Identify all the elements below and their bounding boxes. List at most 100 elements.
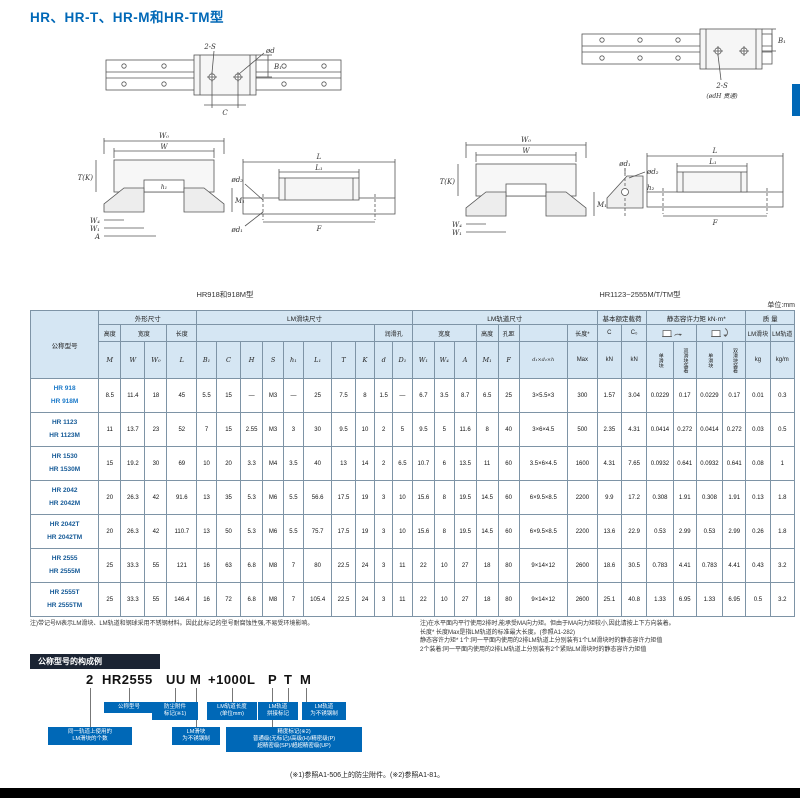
value-cell: 22.5 xyxy=(331,548,356,583)
value-cell: 11 xyxy=(475,446,499,481)
diagram-left-caption: HR918和918M型 xyxy=(196,290,254,299)
value-cell: 30.5 xyxy=(620,548,648,583)
callout-model: 公称型号 xyxy=(104,702,154,714)
colhead-W1: W₁ xyxy=(411,341,435,379)
value-cell: 3.5 xyxy=(433,378,455,413)
value-cell: 3 xyxy=(374,514,393,549)
value-cell: 5.3 xyxy=(240,514,264,549)
dim-label: h₁ xyxy=(161,184,167,191)
value-cell: 1.33 xyxy=(646,582,674,617)
value-cell: M6 xyxy=(262,514,285,549)
table-header-row: M W W₀ L B₁ C H S h₁ L₁ T K d D₁ W₁ W₄ A… xyxy=(31,341,796,379)
dim-label: B₁ xyxy=(273,63,282,71)
callout-joint: LM轨道 拼接标记 xyxy=(258,702,298,721)
value-cell: 146.4 xyxy=(166,582,198,617)
value-cell: 3.2 xyxy=(769,548,796,583)
col-group-moment: 静态容许力矩 kN·m* xyxy=(646,310,747,325)
value-cell: 3 xyxy=(283,412,304,447)
colhead-single2: 单滑块 xyxy=(695,341,724,379)
colhead-holes: d₁×d₂×h xyxy=(518,341,568,379)
value-cell: — xyxy=(391,378,413,413)
dim-label: ød₁ xyxy=(230,226,243,234)
callout-rail-ss: LM轨道 为不锈钢制 xyxy=(302,702,346,721)
dim-label: W₀ xyxy=(521,136,531,144)
connector-line xyxy=(175,688,176,702)
subhead-blank2 xyxy=(518,324,568,342)
value-cell: 0.308 xyxy=(646,480,674,515)
value-cell: 11 xyxy=(391,582,413,617)
value-cell: 10 xyxy=(433,548,455,583)
dim-label: M₁ xyxy=(596,201,607,209)
value-cell: 80 xyxy=(497,548,520,583)
colhead-d: d xyxy=(374,341,393,379)
model-token-count: 2 xyxy=(86,672,94,687)
value-cell: 2.99 xyxy=(722,514,747,549)
value-cell: 3 xyxy=(374,480,393,515)
dim-label: W₀ xyxy=(159,132,169,140)
page-bottom-bar xyxy=(0,788,800,798)
value-cell: 0.641 xyxy=(722,446,747,481)
colhead-M: M xyxy=(98,341,122,379)
dim-label: T(K) xyxy=(78,174,94,182)
colhead-W4: W₄ xyxy=(433,341,455,379)
dim-label: C xyxy=(222,109,228,117)
value-cell: 72 xyxy=(215,582,242,617)
value-cell: 0.783 xyxy=(646,548,674,583)
value-cell: 22 xyxy=(411,548,435,583)
value-cell: 1.33 xyxy=(695,582,724,617)
value-cell: 3.04 xyxy=(620,378,648,413)
value-cell: 13.5 xyxy=(453,446,477,481)
value-cell: 0.53 xyxy=(695,514,724,549)
connector-line xyxy=(90,688,91,727)
value-cell: M3 xyxy=(262,378,285,413)
subhead-grease: 润滑孔 xyxy=(374,324,413,342)
model-token-accuracy: P xyxy=(268,672,278,687)
value-cell: 45 xyxy=(166,378,198,413)
subhead-rail-width: 宽度 xyxy=(411,324,477,342)
dim-label: W xyxy=(160,143,168,151)
subhead-width: 宽度 xyxy=(120,324,168,342)
value-cell: 25 xyxy=(98,548,122,583)
subhead-moment-a xyxy=(646,324,697,342)
value-cell: 10 xyxy=(433,582,455,617)
value-cell: 7 xyxy=(196,412,217,447)
value-cell: 10 xyxy=(196,446,217,481)
value-cell: 15 xyxy=(98,446,122,481)
value-cell: 14.5 xyxy=(475,480,499,515)
value-cell: — xyxy=(240,378,264,413)
subhead-mass-block: LM滑块 xyxy=(745,324,771,342)
colhead-A: A xyxy=(453,341,477,379)
value-cell: 0.0414 xyxy=(695,412,724,447)
dim-label: W₄ xyxy=(90,217,100,225)
moment-ma-icon xyxy=(661,329,682,337)
value-cell: 13 xyxy=(331,446,356,481)
value-cell: 10.7 xyxy=(411,446,435,481)
dim-label: W₁ xyxy=(452,229,462,237)
value-cell: 4.31 xyxy=(596,446,622,481)
value-cell: 2.55 xyxy=(240,412,264,447)
dim-label: L xyxy=(316,153,322,161)
value-cell: 5 xyxy=(433,412,455,447)
value-cell: 4.41 xyxy=(672,548,697,583)
note-static-moment-1: 静态容许力矩* 1个:同一平面内使用的2排LM轨道上分别装有1个LM滑块时的静态… xyxy=(420,638,663,645)
value-cell: 5.5 xyxy=(283,514,304,549)
value-cell: 19.5 xyxy=(453,480,477,515)
colhead-C: C xyxy=(215,341,242,379)
value-cell: 6×9.5×8.5 xyxy=(518,514,568,549)
table-header-row: 高度 宽度 长度 润滑孔 宽度 高度 孔距 长度* C C₀ xyxy=(31,324,796,342)
value-cell: 1.91 xyxy=(722,480,747,515)
value-cell: 18 xyxy=(475,582,499,617)
value-cell: 20 xyxy=(98,514,122,549)
value-cell: 2600 xyxy=(566,548,598,583)
subhead-rail-height: 高度 xyxy=(475,324,499,342)
value-cell: 5.3 xyxy=(240,480,264,515)
value-cell: 5.5 xyxy=(196,378,217,413)
moment-mb-icon xyxy=(711,327,728,337)
value-cell: 8 xyxy=(475,412,499,447)
value-cell: 10 xyxy=(354,412,376,447)
value-cell: 0.03 xyxy=(745,412,771,447)
dim-label: W₁ xyxy=(90,225,100,233)
